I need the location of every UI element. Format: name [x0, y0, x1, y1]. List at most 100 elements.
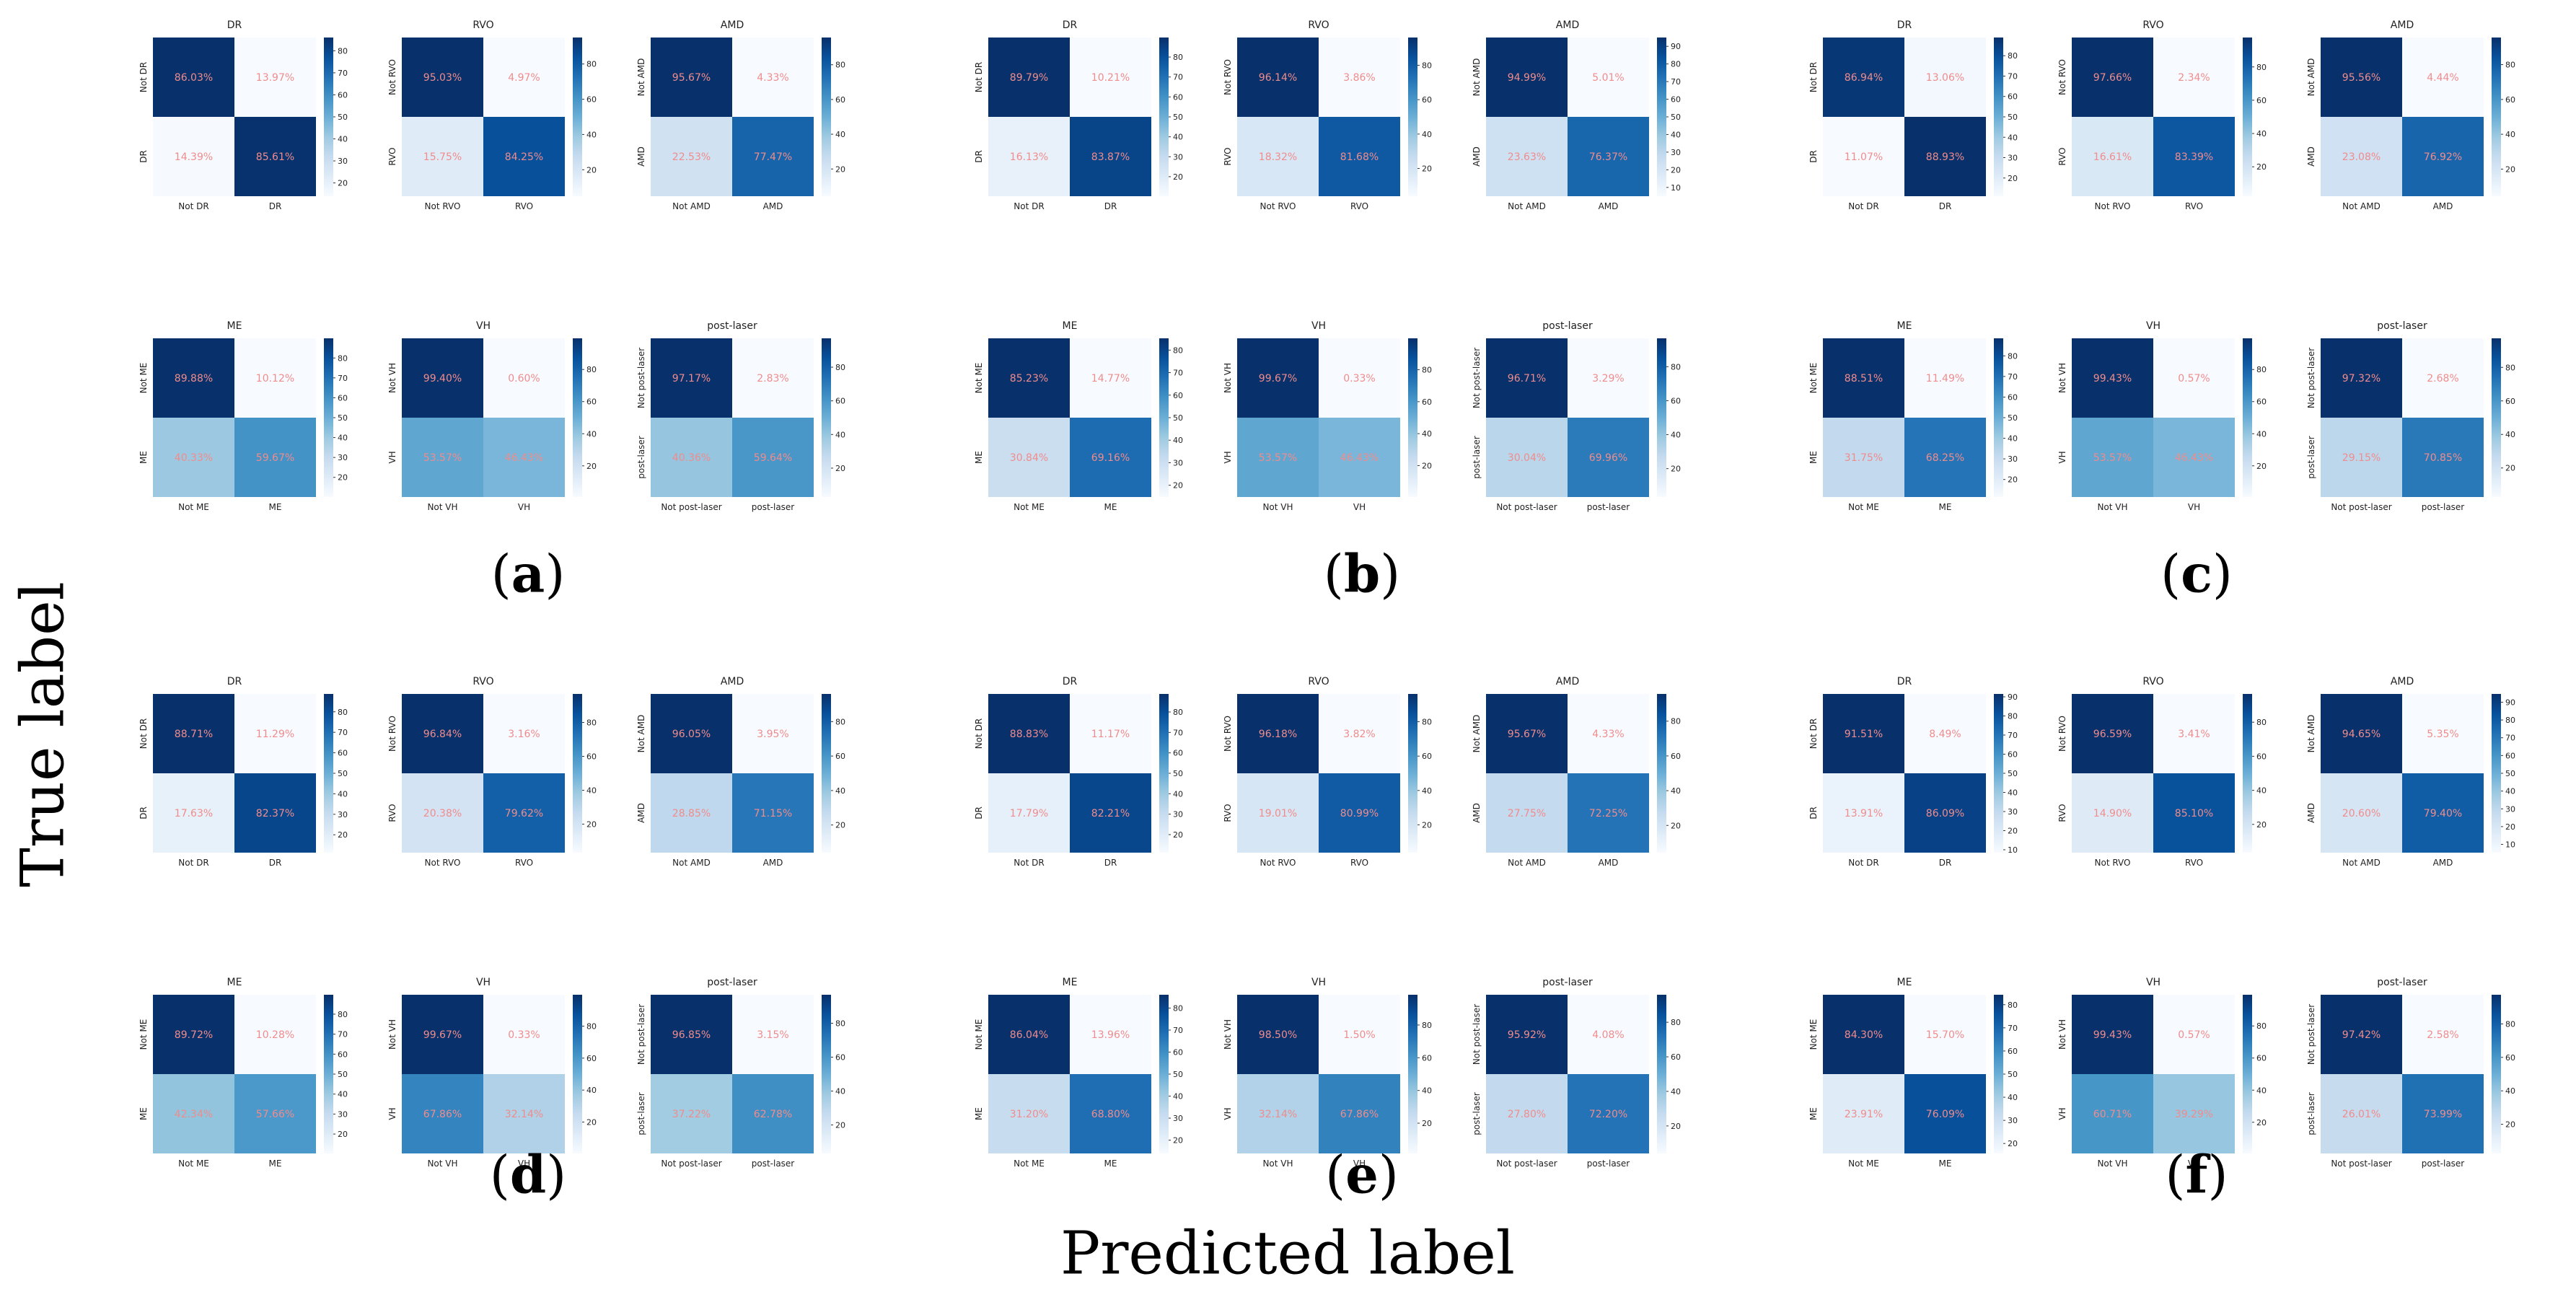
subplot-title: ME — [1897, 977, 1912, 988]
colorbar-tick-label: 30 — [338, 1109, 348, 1119]
cell-value-label: 30.04% — [1508, 452, 1546, 464]
heatmap-cell — [2153, 338, 2235, 418]
cell-value-label: 26.01% — [2342, 1109, 2381, 1120]
cell-value-label: 96.05% — [672, 729, 711, 740]
heatmap-cell — [1237, 117, 1319, 196]
cell-value-label: 68.25% — [1926, 452, 1964, 464]
colorbar-tick-label: 60 — [2505, 1053, 2515, 1063]
colorbar-tick-label: 50 — [1173, 1070, 1183, 1079]
heatmap-cell — [1237, 38, 1319, 117]
cell-value-label: 14.77% — [1091, 373, 1130, 384]
cell-value-label: 20.60% — [2342, 808, 2381, 819]
y-tick-label: VH — [387, 451, 397, 463]
colorbar-tick-label: 20 — [2008, 475, 2018, 485]
colorbar-tick-label: 60 — [1173, 92, 1183, 102]
colorbar-tick-label: 60 — [2256, 752, 2267, 761]
cell-value-label: 88.71% — [175, 729, 213, 740]
heatmap-cell — [402, 418, 483, 497]
cell-value-label: 22.53% — [672, 151, 711, 163]
colorbar-tick-label: 60 — [586, 752, 597, 762]
heatmap-cell — [2402, 418, 2484, 497]
colorbar-tick-label: 60 — [1671, 1052, 1681, 1062]
heatmap-cell — [2072, 117, 2153, 196]
heatmap-cell — [732, 117, 814, 196]
x-tick-label: DR — [269, 858, 282, 868]
colorbar-tick-label: 20 — [2256, 462, 2267, 471]
colorbar-tick-label: 20 — [338, 473, 348, 483]
colorbar — [573, 38, 582, 196]
colorbar-tick-label: 40 — [2505, 130, 2515, 139]
colorbar-tick-label: 80 — [2505, 61, 2515, 70]
cell-value-label: 15.75% — [423, 151, 462, 163]
x-tick-label: Not ME — [178, 502, 209, 512]
panel-label-c: (c) — [2160, 542, 2233, 604]
y-tick-label: AMD — [1472, 803, 1482, 823]
colorbar-tick-label: 40 — [2008, 434, 2018, 444]
colorbar — [1994, 338, 2003, 497]
heatmap-cell — [651, 117, 732, 196]
cell-value-label: 4.97% — [508, 72, 540, 84]
cell-value-label: 4.44% — [2427, 72, 2458, 84]
heatmap-cell — [153, 1074, 234, 1153]
x-tick-label: Not ME — [1014, 1158, 1045, 1169]
heatmap-cell — [234, 1074, 316, 1153]
colorbar-tick-label: 30 — [1173, 810, 1183, 819]
colorbar — [822, 995, 831, 1153]
colorbar-tick-label: 60 — [2008, 1047, 2018, 1056]
colorbar-tick-label: 40 — [2256, 1086, 2267, 1095]
colorbar-tick-label: 60 — [1422, 95, 1432, 105]
x-tick-label: RVO — [1350, 201, 1368, 211]
cell-value-label: 10.28% — [256, 1029, 294, 1041]
colorbar-tick-label: 40 — [835, 430, 845, 439]
cell-value-label: 89.88% — [175, 373, 213, 384]
colorbar-tick-label: 40 — [586, 1086, 597, 1095]
colorbar-tick-label: 40 — [338, 434, 348, 443]
x-tick-label: Not VH — [1262, 1158, 1293, 1169]
colorbar — [1408, 338, 1417, 497]
colorbar-tick-label: 20 — [2505, 1120, 2515, 1130]
heatmap-cell — [2402, 773, 2484, 853]
x-tick-label: Not post-laser — [2331, 1158, 2391, 1169]
cell-value-label: 72.25% — [1589, 808, 1627, 819]
x-tick-label: AMD — [2433, 858, 2453, 868]
heatmap-cell — [1070, 38, 1151, 117]
colorbar — [1159, 995, 1169, 1153]
colorbar-tick-label: 50 — [338, 1070, 348, 1079]
colorbar-tick-label: 40 — [338, 135, 348, 144]
heatmap-cell — [1319, 418, 1400, 497]
colorbar — [1159, 38, 1169, 196]
y-tick-label: DR — [139, 150, 149, 163]
cell-value-label: 40.33% — [175, 452, 213, 464]
cell-value-label: 20.38% — [423, 808, 462, 819]
colorbar-tick-label: 40 — [2008, 133, 2018, 142]
colorbar — [1657, 338, 1666, 497]
y-tick-label: DR — [1808, 806, 1819, 819]
heatmap-cell — [153, 117, 234, 196]
heatmap-cell — [402, 117, 483, 196]
heatmap-cell — [2072, 38, 2153, 117]
y-tick-label: VH — [387, 1107, 397, 1120]
y-tick-label: Not AMD — [2306, 58, 2316, 97]
y-tick-label: post-laser — [1472, 1092, 1482, 1135]
cell-value-label: 19.01% — [1259, 808, 1297, 819]
cell-value-label: 53.57% — [2093, 452, 2132, 464]
cell-value-label: 85.23% — [1010, 373, 1048, 384]
heatmap-cell — [1568, 117, 1649, 196]
colorbar-tick-label: 80 — [1671, 717, 1681, 726]
colorbar — [822, 38, 831, 196]
cell-value-label: 59.64% — [754, 452, 792, 464]
y-tick-label: RVO — [1223, 804, 1233, 822]
colorbar-tick-label: 50 — [1173, 113, 1183, 122]
y-tick-label: Not DR — [139, 62, 149, 92]
x-tick-label: Not AMD — [1508, 201, 1546, 211]
heatmap-cell — [1904, 1074, 1986, 1153]
y-tick-label: Not DR — [974, 62, 984, 92]
colorbar — [1994, 995, 2003, 1153]
heatmap-cell — [402, 694, 483, 773]
y-tick-label: ME — [139, 1107, 149, 1120]
colorbar-tick-label: 30 — [2008, 154, 2018, 163]
subplot-title: RVO — [1308, 19, 1329, 31]
colorbar-tick-label: 60 — [2505, 95, 2515, 105]
colorbar-tick-label: 60 — [2008, 750, 2018, 760]
x-tick-label: RVO — [515, 858, 533, 868]
